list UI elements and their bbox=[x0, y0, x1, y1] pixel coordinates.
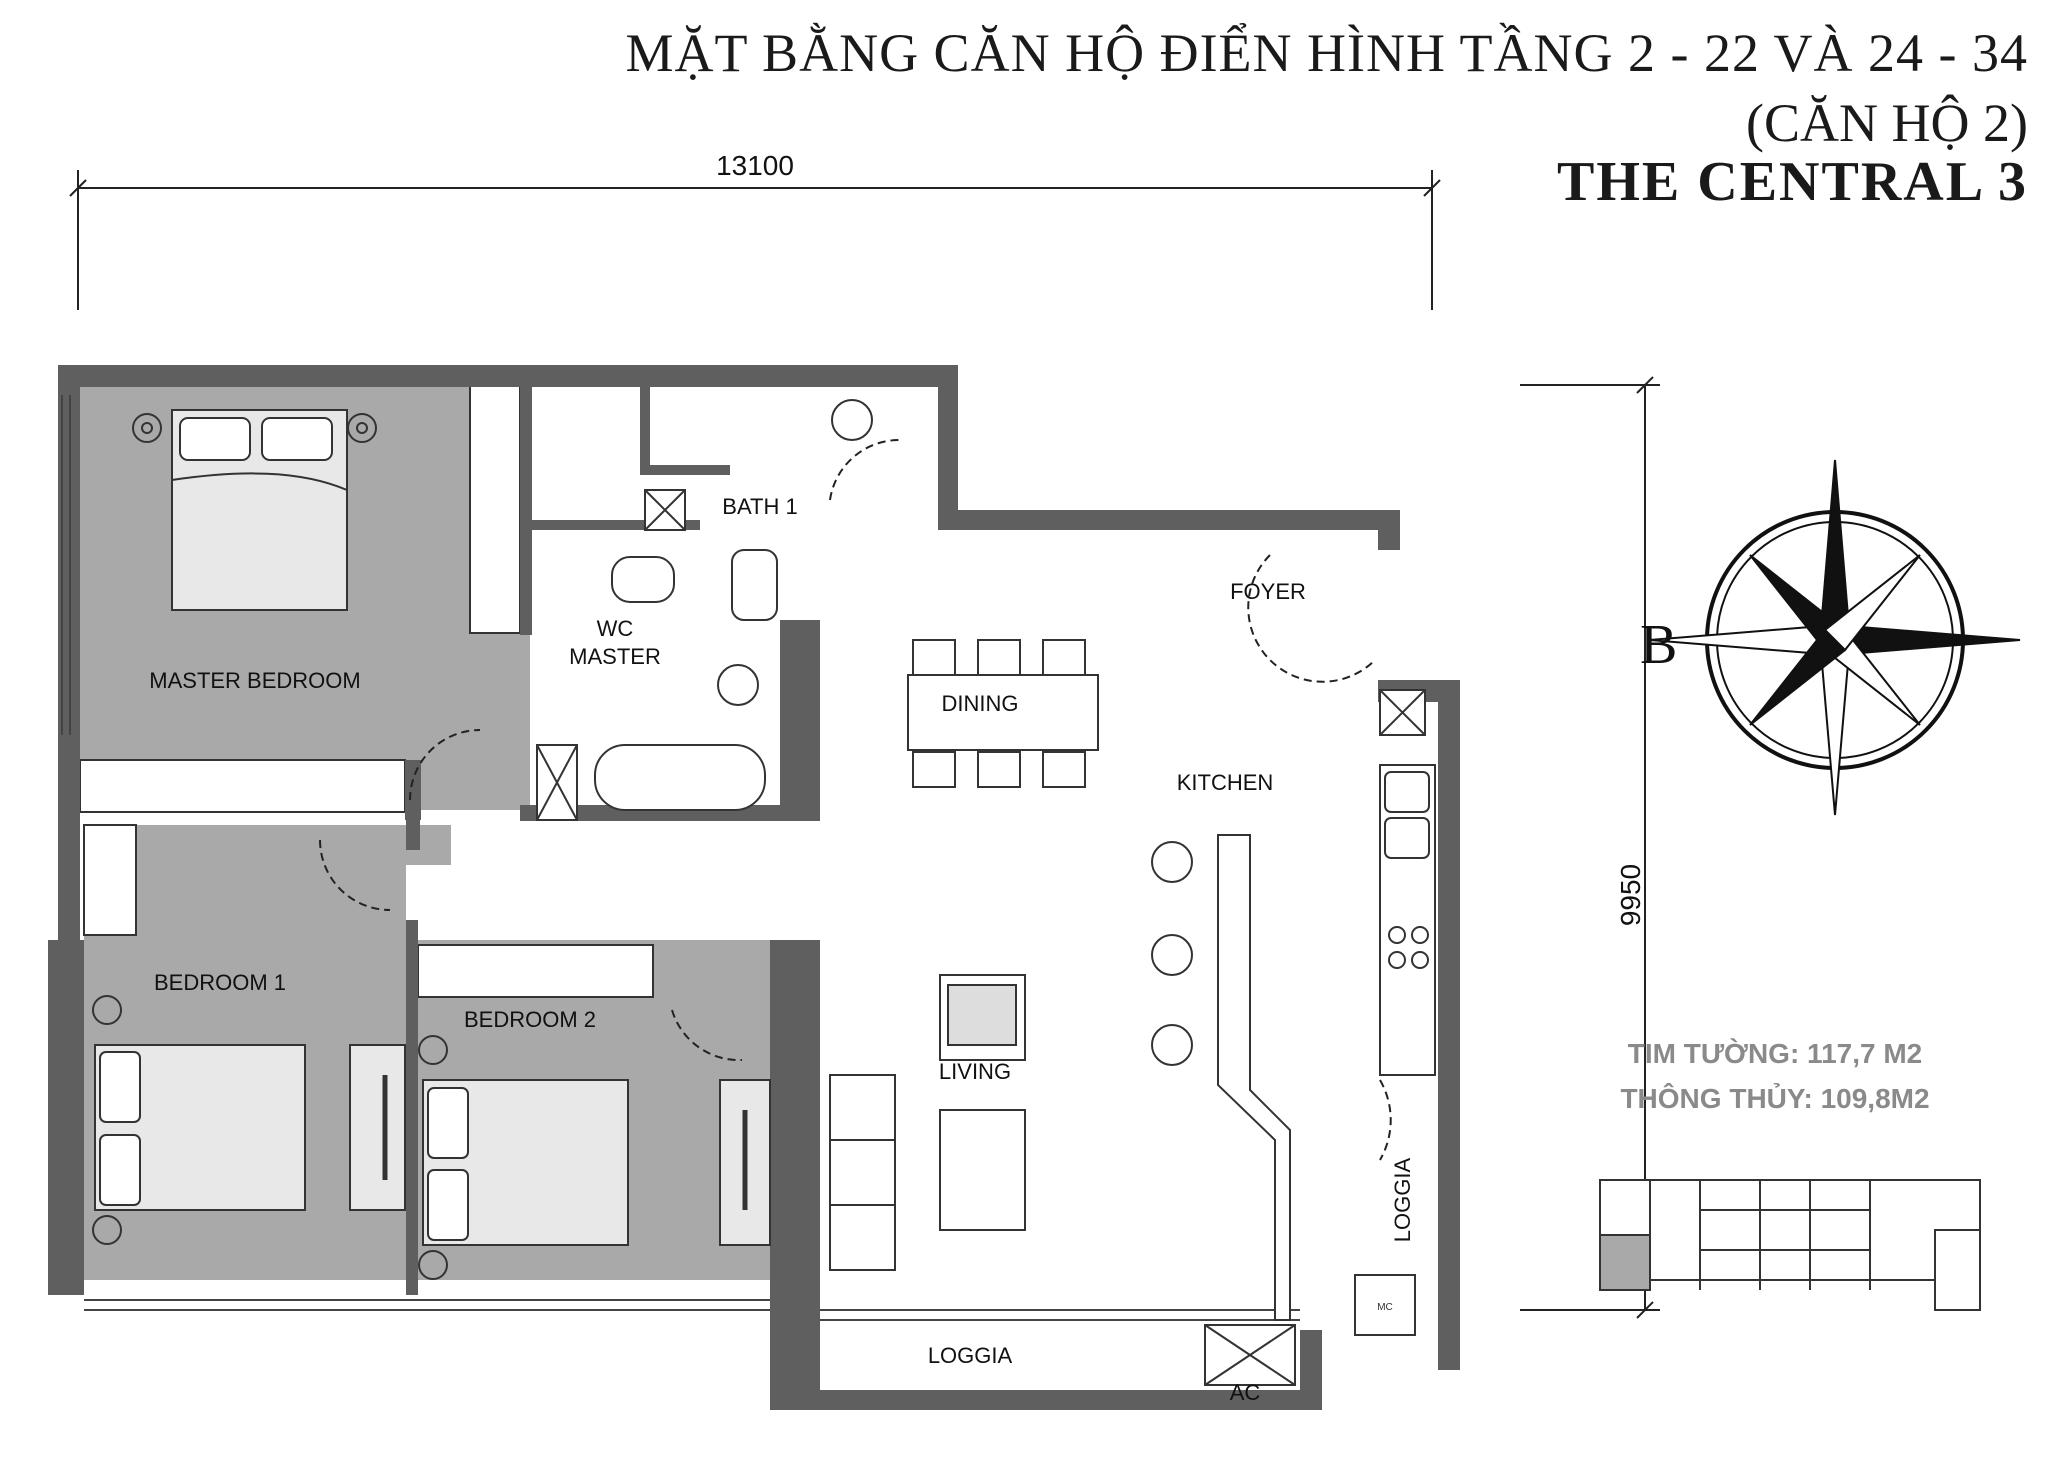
plan-subtitle: (CĂN HỘ 2) bbox=[1746, 93, 2028, 153]
label-loggia-right: LOGGIA bbox=[1390, 1157, 1415, 1242]
height-dimension-label: 9950 bbox=[1615, 864, 1646, 926]
label-wc-master-2: MASTER bbox=[569, 644, 661, 669]
label-master-bedroom: MASTER BEDROOM bbox=[149, 668, 360, 693]
compass-north-letter: B bbox=[1640, 614, 1677, 676]
door-swings bbox=[319, 438, 1392, 1161]
area-thong-thuy: THÔNG THỦY: 109,8M2 bbox=[1620, 1082, 1929, 1114]
living-furniture bbox=[829, 974, 1026, 1271]
kitchen-fixtures bbox=[1151, 689, 1436, 1386]
label-bedroom-2: BEDROOM 2 bbox=[464, 1007, 596, 1032]
label-foyer: FOYER bbox=[1230, 579, 1306, 604]
compass-rose-icon bbox=[1649, 459, 2021, 816]
dining-set bbox=[907, 639, 1099, 788]
key-plan bbox=[1599, 1179, 1981, 1311]
label-wc-master-1: WC bbox=[597, 616, 634, 641]
label-kitchen: KITCHEN bbox=[1177, 770, 1274, 795]
bedroom2-bed bbox=[418, 1035, 771, 1280]
label-bedroom-1: BEDROOM 1 bbox=[154, 970, 286, 995]
area-tim-tuong: TIM TƯỜNG: 117,7 M2 bbox=[1628, 1038, 1923, 1069]
label-dining: DINING bbox=[942, 691, 1019, 716]
label-bath-1: BATH 1 bbox=[722, 494, 797, 519]
bathroom-fixtures bbox=[536, 399, 873, 821]
windows bbox=[61, 395, 1300, 1321]
width-dimension-label: 13100 bbox=[716, 150, 794, 181]
height-dimension bbox=[1520, 376, 1660, 1319]
label-loggia-bottom: LOGGIA bbox=[928, 1343, 1013, 1368]
master-bed bbox=[132, 409, 377, 611]
width-dimension bbox=[69, 170, 1441, 310]
label-mc: MC bbox=[1377, 1302, 1393, 1313]
plan-title: MẶT BẰNG CĂN HỘ ĐIỂN HÌNH TẦNG 2 - 22 VÀ… bbox=[625, 23, 2028, 83]
project-name: THE CENTRAL 3 bbox=[1557, 151, 2028, 213]
bedroom1-bed bbox=[92, 995, 406, 1245]
wardrobe-strips bbox=[79, 384, 654, 998]
label-living: LIVING bbox=[939, 1059, 1011, 1084]
label-ac: AC bbox=[1230, 1380, 1261, 1405]
